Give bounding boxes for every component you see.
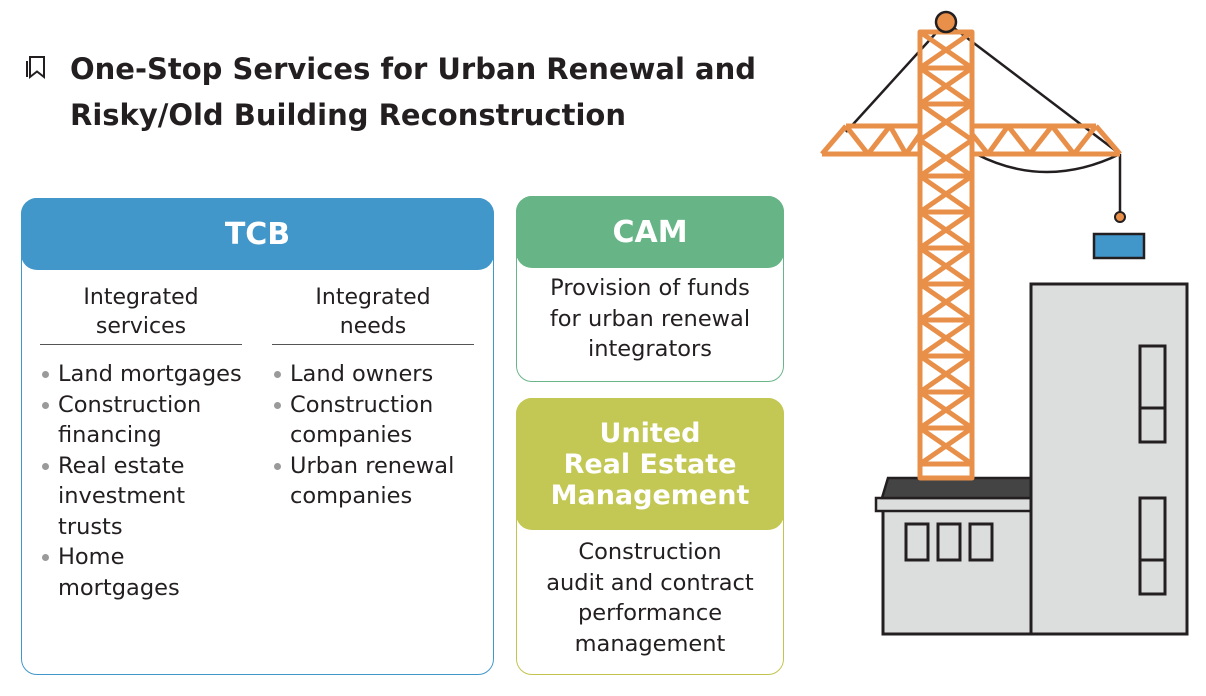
list-item-line: trusts (58, 513, 123, 540)
list-item-line: Real estate (58, 452, 185, 479)
cam-description-line: Provision of funds (550, 275, 750, 301)
column-heading-line: Integrated (83, 285, 199, 310)
list-item-line: Land mortgages (58, 361, 242, 387)
cam-description-line: for urban renewal (549, 305, 751, 332)
list-item: Urban renewal companies (272, 451, 474, 512)
urem-description-line: performance (577, 600, 723, 626)
cam-heading: CAM (516, 196, 784, 268)
urem-heading: United Real Estate Management (516, 398, 784, 530)
column-heading: Integrated services (40, 283, 242, 345)
list-item-line: companies (290, 483, 413, 509)
bookmark-icon (26, 56, 45, 80)
needs-list: Land owners Construction companies Urban … (272, 359, 474, 512)
list-item-line: Home (58, 544, 125, 570)
column-heading: Integrated needs (272, 283, 474, 345)
urem-heading-line: United (599, 417, 701, 449)
urem-description: Construction audit and contract performa… (517, 537, 783, 659)
list-item-line: mortgages (58, 574, 180, 601)
urem-heading-line: Management (550, 479, 750, 511)
crane-mast (917, 29, 975, 481)
page-title-line: One-Stop Services for Urban Renewal and (70, 52, 756, 86)
list-item-line: Land owners (290, 361, 434, 387)
crane-hook-pulley-icon (1114, 211, 1126, 223)
crane-top-pulley-icon (934, 10, 958, 34)
crane-building-illustration (820, 10, 1189, 636)
crane-jib (820, 123, 1122, 157)
list-item-line: Construction (58, 391, 202, 418)
list-item-line: companies (290, 422, 413, 448)
crane-load-icon (1092, 232, 1146, 260)
urem-panel: United Real Estate Management Constructi… (516, 398, 784, 675)
urem-description-line: Construction (578, 539, 722, 565)
page-title-line: Risky/Old Building Reconstruction (70, 98, 626, 132)
cam-description: Provision of funds for urban renewal int… (517, 273, 783, 365)
list-item: Land owners (272, 359, 474, 390)
tcb-panel: TCB Integrated services Land mortgages C… (21, 198, 494, 675)
list-item-line: Construction (290, 391, 434, 418)
list-item-line: investment (58, 483, 186, 509)
cam-panel: CAM Provision of funds for urban renewal… (516, 196, 784, 382)
list-item: Real estate investment trusts (40, 451, 242, 543)
cam-description-line: integrators (587, 336, 713, 362)
urem-description-line: management (574, 630, 726, 657)
list-item-line: financing (58, 422, 162, 448)
list-item: Land mortgages (40, 359, 242, 390)
services-list: Land mortgages Construction financing Rea… (40, 359, 242, 603)
building-annex (874, 476, 1033, 636)
column-heading-line: needs (339, 314, 407, 339)
column-heading-line: services (95, 314, 187, 339)
integrated-needs-column: Integrated needs Land owners Constructio… (272, 283, 474, 512)
list-item: Home mortgages (40, 542, 242, 603)
list-item: Construction financing (40, 390, 242, 451)
page-title: One-Stop Services for Urban Renewal and … (70, 46, 756, 138)
urem-heading-line: Real Estate (563, 448, 737, 480)
list-item-line: Urban renewal (290, 452, 455, 479)
crane-cables (845, 21, 1122, 216)
column-heading-line: Integrated (315, 285, 431, 310)
tcb-heading: TCB (21, 198, 494, 270)
urem-description-line: audit and contract (546, 569, 754, 596)
building-tower (1029, 282, 1189, 636)
list-item: Construction companies (272, 390, 474, 451)
integrated-services-column: Integrated services Land mortgages Const… (40, 283, 242, 603)
